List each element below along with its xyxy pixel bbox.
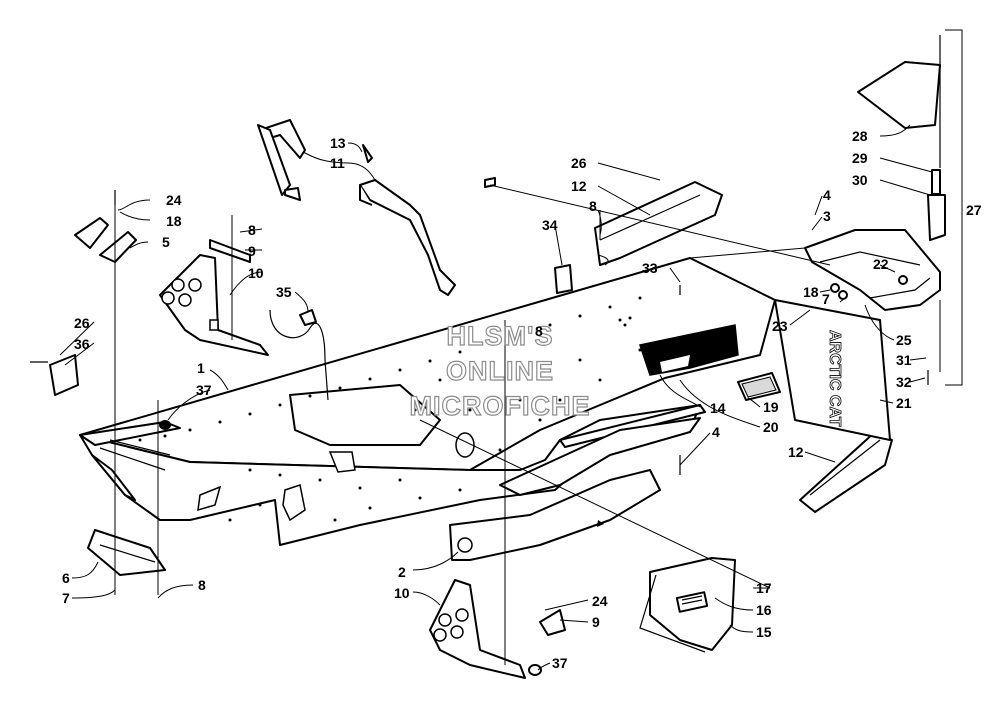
callout-5: 5 bbox=[162, 234, 170, 250]
rear-bumper-25 bbox=[804, 229, 941, 311]
callout-8-center: 8 bbox=[535, 323, 543, 339]
callout-22: 22 bbox=[873, 256, 889, 272]
callout-7-left: 7 bbox=[62, 590, 70, 606]
callout-3: 3 bbox=[823, 208, 831, 224]
watermark-line-2: ONLINE bbox=[446, 356, 554, 386]
hardware bbox=[30, 144, 908, 676]
callout-26-left: 26 bbox=[74, 315, 90, 331]
leader-lines bbox=[59, 29, 963, 671]
callout-18-left: 18 bbox=[166, 213, 182, 229]
callout-25: 25 bbox=[896, 332, 912, 348]
callout-30: 30 bbox=[852, 172, 868, 188]
watermark-line-3: MICROFICHE bbox=[410, 391, 591, 421]
callout-13: 13 bbox=[330, 135, 346, 151]
callout-6: 6 bbox=[62, 570, 70, 586]
callout-12-upper: 12 bbox=[571, 178, 587, 194]
step-plate-6 bbox=[87, 529, 166, 576]
callout-24-left: 24 bbox=[166, 192, 182, 208]
callout-34: 34 bbox=[542, 217, 558, 233]
cable-35 bbox=[269, 309, 329, 401]
callout-24-right: 24 bbox=[592, 593, 608, 609]
running-board-12-lower bbox=[799, 431, 893, 513]
callout-21: 21 bbox=[896, 395, 912, 411]
shield-plate-15 bbox=[639, 557, 736, 653]
callout-28: 28 bbox=[852, 128, 868, 144]
callout-7-right: 7 bbox=[822, 291, 830, 307]
tunnel-decal bbox=[639, 324, 739, 376]
callout-1: 1 bbox=[197, 360, 205, 376]
callout-27: 27 bbox=[966, 202, 982, 218]
callout-11: 11 bbox=[330, 155, 345, 171]
callout-33: 33 bbox=[642, 260, 658, 276]
callout-20: 20 bbox=[763, 419, 779, 435]
callout-14: 14 bbox=[710, 400, 726, 416]
callout-26-right: 26 bbox=[571, 155, 587, 171]
callout-numbers: 1 2 3 4 4 5 6 7 7 8 8 8 8 9 9 10 10 11 1… bbox=[62, 128, 982, 671]
foot-bracket-10-upper bbox=[159, 254, 269, 356]
callout-8-left-lower: 8 bbox=[198, 577, 206, 593]
callout-10-lower: 10 bbox=[394, 585, 410, 601]
callout-23: 23 bbox=[772, 318, 788, 334]
callout-16: 16 bbox=[756, 602, 772, 618]
watermark: HLSM'S ONLINE MICROFICHE bbox=[409, 320, 591, 421]
callout-18-right: 18 bbox=[803, 284, 819, 300]
callout-35: 35 bbox=[276, 284, 292, 300]
callout-19: 19 bbox=[763, 399, 779, 415]
callout-9-upper: 9 bbox=[248, 243, 256, 259]
callout-2: 2 bbox=[398, 564, 406, 580]
tunnel-chassis bbox=[79, 257, 776, 546]
foot-bracket-10-lower bbox=[429, 579, 526, 679]
reflector-19 bbox=[737, 372, 781, 401]
callout-8-right: 8 bbox=[589, 198, 597, 214]
steering-post-11 bbox=[257, 119, 456, 296]
running-board-12-upper bbox=[594, 181, 723, 266]
snow-flap-21: ARCTIC CAT bbox=[774, 299, 891, 441]
callout-15: 15 bbox=[756, 624, 772, 640]
callout-10-upper: 10 bbox=[248, 265, 264, 281]
callout-37-left: 37 bbox=[196, 382, 212, 398]
callout-31: 31 bbox=[896, 352, 912, 368]
callout-32: 32 bbox=[896, 374, 912, 390]
snow-flap-decal-text: ARCTIC CAT bbox=[826, 330, 843, 427]
callout-29: 29 bbox=[852, 150, 868, 166]
callout-37-right: 37 bbox=[552, 655, 568, 671]
callout-17: 17 bbox=[756, 580, 772, 596]
callout-8-left-upper: 8 bbox=[248, 222, 256, 238]
watermark-line-1: HLSM'S bbox=[447, 321, 554, 351]
safety-flag bbox=[857, 35, 946, 385]
callout-36: 36 bbox=[74, 336, 90, 352]
callout-12-lower: 12 bbox=[788, 444, 804, 460]
callout-9-lower: 9 bbox=[592, 614, 600, 630]
footrest-bracket-2 bbox=[449, 469, 661, 561]
callout-4-upper: 4 bbox=[823, 187, 831, 203]
callout-4-lower: 4 bbox=[712, 424, 720, 440]
